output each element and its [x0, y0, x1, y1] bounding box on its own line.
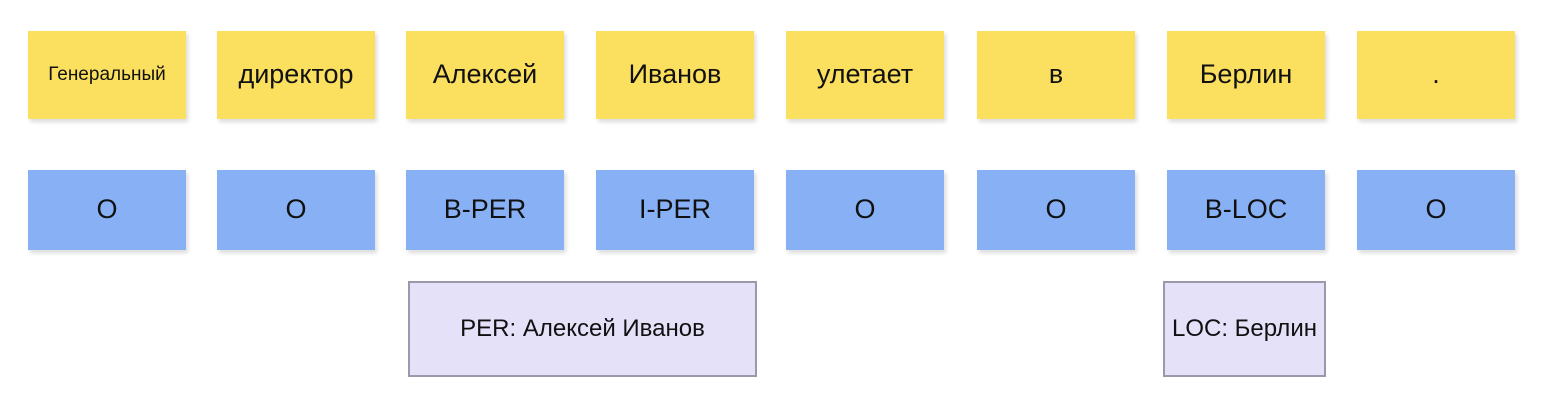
tag-box: B-LOC [1167, 170, 1325, 250]
token-box: Берлин [1167, 31, 1325, 119]
token-box: улетает [786, 31, 944, 119]
tag-box: O [786, 170, 944, 250]
tag-box: O [977, 170, 1135, 250]
token-box: Иванов [596, 31, 754, 119]
token-box: директор [217, 31, 375, 119]
token-box: в [977, 31, 1135, 119]
token-box: Генеральный [28, 31, 186, 119]
tag-box: O [217, 170, 375, 250]
tag-box: B-PER [406, 170, 564, 250]
tag-box: I-PER [596, 170, 754, 250]
entity-box: PER: Алексей Иванов [408, 281, 757, 377]
token-box: Алексей [406, 31, 564, 119]
tag-box: O [1357, 170, 1515, 250]
token-box: . [1357, 31, 1515, 119]
entity-box: LOC: Берлин [1163, 281, 1326, 377]
tag-box: O [28, 170, 186, 250]
